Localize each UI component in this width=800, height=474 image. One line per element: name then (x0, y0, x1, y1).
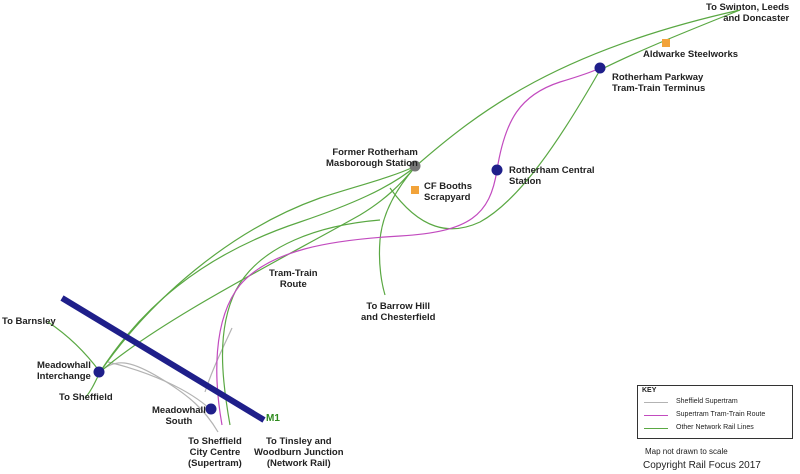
label-to-barnsley: To Barnsley (2, 316, 56, 327)
copyright-text: Copyright Rail Focus 2017 (643, 460, 761, 471)
legend-swatch-network-rail (644, 428, 668, 429)
legend-title: KEY (642, 387, 657, 394)
tram-train-route (216, 67, 601, 426)
label-aldwarke-steelworks: Aldwarke Steelworks (643, 49, 739, 60)
site-cf-booths-scrapyard[interactable] (411, 186, 419, 194)
label-meadowhall-interchange: Meadowhall Interchange (37, 360, 91, 382)
label-tram-train-route: Tram-Train Route (269, 268, 318, 290)
legend-label-network-rail: Other Network Rail Lines (676, 424, 754, 431)
station-rotherham-central[interactable] (491, 164, 503, 176)
label-meadowhall-south: Meadowhall South (152, 405, 206, 427)
label-rotherham-parkway: Rotherham Parkway Tram-Train Terminus (612, 72, 706, 94)
m1-motorway (60, 295, 266, 423)
station-rotherham-parkway[interactable] (594, 62, 606, 74)
label-to-sheffield: To Sheffield (59, 392, 113, 403)
label-former-masborough: Former Rotherham Masborough Station (326, 147, 418, 169)
label-rotherham-central: Rotherham Central Station (509, 165, 595, 187)
station-meadowhall-south[interactable] (205, 403, 217, 415)
label-to-tinsley: To Tinsley and Woodburn Junction (Networ… (254, 436, 344, 469)
legend-swatch-supertram (644, 402, 668, 403)
legend-label-supertram: Sheffield Supertram (676, 398, 738, 405)
label-cf-booths: CF Booths Scrapyard (424, 181, 473, 203)
label-m1: M1 (266, 413, 280, 424)
station-former-masborough[interactable] (409, 160, 421, 172)
site-aldwarke-steelworks[interactable] (662, 39, 670, 47)
label-to-swinton: To Swinton, Leeds and Doncaster (706, 2, 790, 24)
label-to-barrow-hill: To Barrow Hill and Chesterfield (361, 301, 436, 323)
station-meadowhall-interchange[interactable] (93, 366, 105, 378)
map-legend: KEY Sheffield Supertram Supertram Tram-T… (637, 385, 793, 439)
legend-label-tram-train: Supertram Tram-Train Route (676, 411, 766, 418)
legend-swatch-tram-train (644, 415, 668, 416)
scale-note: Map not drawn to scale (645, 447, 728, 456)
label-to-sheffield-city-centre: To Sheffield City Centre (Supertram) (188, 436, 242, 469)
